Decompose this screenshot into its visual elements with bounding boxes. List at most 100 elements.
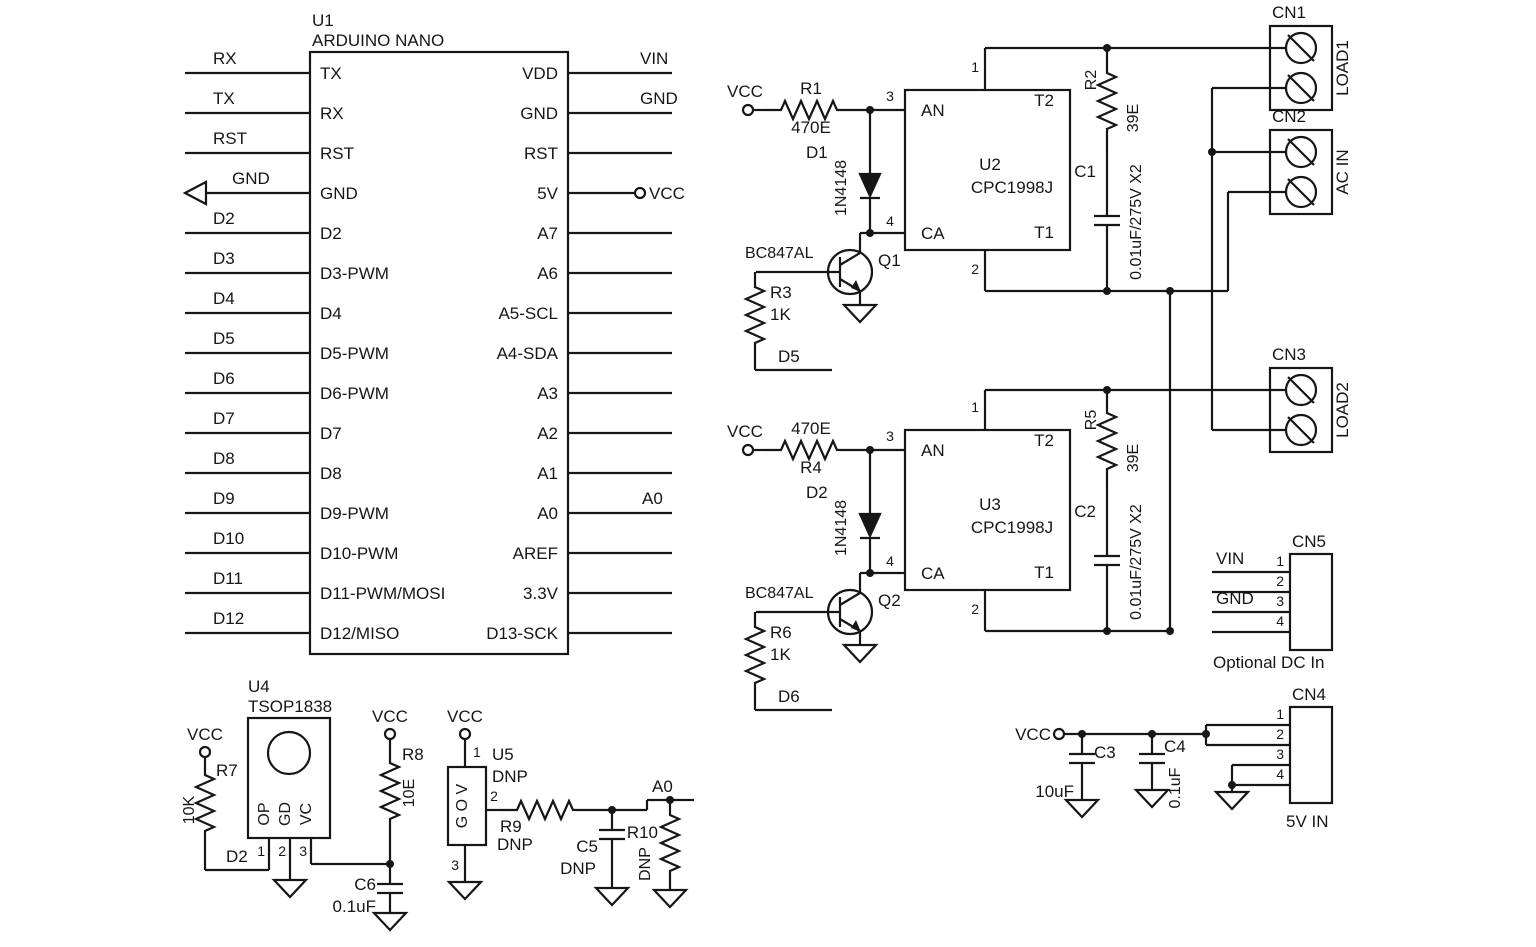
pin-name: A0 bbox=[537, 504, 558, 523]
capacitor-c6 bbox=[375, 862, 405, 915]
net-label-gnd: GND bbox=[1216, 589, 1254, 608]
u5-body bbox=[446, 765, 488, 847]
r1-ref-label: R1 bbox=[800, 79, 822, 98]
ground-icon bbox=[652, 888, 688, 909]
r10-ref-label: R10 bbox=[627, 823, 658, 842]
cn3-label: LOAD2 bbox=[1333, 382, 1352, 438]
cn4-junctions bbox=[1078, 730, 1236, 789]
resistor-r6 bbox=[744, 610, 766, 704]
connector-cn4-power: CN4 1 2 3 4 5V IN VCC C3 10uF C4 0.1uF bbox=[1015, 685, 1334, 831]
q1-val-label: BC847AL bbox=[745, 245, 814, 262]
diode-d2-icon bbox=[858, 512, 882, 540]
pin-name: GND bbox=[320, 184, 358, 203]
ground-icon bbox=[372, 911, 408, 932]
u1-net-labels-left: RX TX RST GND D2 D3 D4 D5 D6 D7 D8 D9 D1… bbox=[213, 49, 270, 628]
u3-pin-ca: CA bbox=[921, 564, 945, 583]
r3-val-label: 1K bbox=[770, 305, 791, 324]
resistor-r8 bbox=[379, 746, 401, 840]
c6-ref-label: C6 bbox=[354, 875, 376, 894]
cn2-label: AC IN bbox=[1333, 149, 1352, 194]
ground-icon bbox=[842, 643, 878, 664]
pin-number: 4 bbox=[1276, 766, 1284, 782]
resistor-r3 bbox=[744, 270, 766, 364]
r7-ref-label: R7 bbox=[216, 761, 238, 780]
pin-number: 4 bbox=[886, 553, 894, 569]
c3-val-label: 10uF bbox=[1035, 782, 1074, 801]
connector-cn2: CN2 AC IN bbox=[1268, 107, 1352, 216]
transistor-q2-icon bbox=[803, 571, 874, 647]
pin-number: 4 bbox=[1276, 613, 1284, 629]
resistor-r7 bbox=[194, 758, 216, 852]
vcc-node-icon bbox=[383, 727, 397, 741]
net-label: D11 bbox=[213, 569, 243, 588]
screw-terminal-icon bbox=[1284, 31, 1318, 65]
r2-ref-label: R2 bbox=[1083, 70, 1100, 91]
vcc-node-icon bbox=[741, 103, 755, 117]
cn4-body bbox=[1288, 705, 1334, 805]
pin-number: 1 bbox=[1276, 553, 1284, 569]
pin-name: TX bbox=[320, 64, 342, 83]
net-label: D4 bbox=[213, 289, 235, 308]
c1-ref-label: C1 bbox=[1074, 162, 1096, 181]
c5-val-label: DNP bbox=[560, 859, 596, 878]
u3-body bbox=[903, 428, 1072, 592]
d2-ref-label: D2 bbox=[806, 483, 828, 502]
u3-value: CPC1998J bbox=[971, 518, 1053, 537]
q2-ref-label: Q2 bbox=[878, 591, 901, 610]
c4-ref-label: C4 bbox=[1164, 737, 1186, 756]
cn5-body bbox=[1288, 552, 1334, 652]
u5-ref: U5 bbox=[492, 745, 514, 764]
pin-number: 3 bbox=[299, 843, 307, 859]
u2-pin-an: AN bbox=[921, 101, 945, 120]
cn3-body bbox=[1268, 366, 1334, 454]
alt-receiver-u5: VCC 1 U5 DNP G O V 2 3 R9 DNP C5 DNP A0 … bbox=[446, 707, 694, 909]
r8-val-label: 10E bbox=[401, 779, 418, 807]
net-label: D3 bbox=[213, 249, 235, 268]
net-label-d5: D5 bbox=[778, 347, 800, 366]
net-label-a0: A0 bbox=[642, 489, 663, 508]
ac-bus-and-connectors: CN1 LOAD1 CN2 AC IN CN3 LOAD2 bbox=[985, 3, 1352, 635]
net-label: D10 bbox=[213, 529, 244, 548]
cn4-ref: CN4 bbox=[1292, 685, 1326, 704]
cn1-ref: CN1 bbox=[1272, 3, 1306, 22]
ir-lens-icon bbox=[266, 730, 312, 776]
screw-terminal-icon bbox=[1284, 135, 1318, 169]
net-label: RX bbox=[213, 49, 237, 68]
u2-pin-t1: T1 bbox=[1034, 223, 1054, 242]
r2-val-label: 39E bbox=[1125, 104, 1142, 132]
net-label: GND bbox=[232, 169, 270, 188]
ssr1-wires bbox=[753, 48, 1109, 372]
pin-number: 3 bbox=[1276, 593, 1284, 609]
net-label-vcc: VCC bbox=[649, 184, 685, 203]
capacitor-c4 bbox=[1137, 732, 1167, 785]
r9-ref-label: R9 bbox=[500, 817, 522, 836]
cn5-ref: CN5 bbox=[1292, 532, 1326, 551]
r5-val-label: 39E bbox=[1125, 444, 1142, 472]
pin-number: 2 bbox=[971, 601, 979, 617]
d1-ref-label: D1 bbox=[806, 143, 828, 162]
resistor-r2 bbox=[1096, 56, 1118, 150]
r1-val-label: 470E bbox=[791, 118, 831, 137]
u4-value: TSOP1838 bbox=[248, 697, 332, 716]
pin-name: D12/MISO bbox=[320, 624, 399, 643]
d2-val-label: 1N4148 bbox=[833, 500, 850, 556]
ground-icon bbox=[842, 303, 878, 324]
net-label-vin: VIN bbox=[640, 49, 668, 68]
u2-pin-ca: CA bbox=[921, 224, 945, 243]
pin-name: A3 bbox=[537, 384, 558, 403]
u2-body bbox=[903, 88, 1072, 252]
r4-val-label: 470E bbox=[791, 419, 831, 438]
pin-name: A1 bbox=[537, 464, 558, 483]
net-label: D6 bbox=[213, 369, 235, 388]
c1-val-label: 0.01uF/275V X2 bbox=[1128, 164, 1145, 280]
ssr-channel-2: VCC 470E R4 3 4 1 2 AN CA T2 T1 U3 CPC19… bbox=[727, 386, 1145, 712]
capacitor-c1 bbox=[1092, 194, 1122, 247]
u1-left-pin-wires bbox=[185, 71, 310, 635]
pin-name: RST bbox=[524, 144, 558, 163]
net-label-d2: D2 bbox=[226, 847, 248, 866]
pin-name: A5-SCL bbox=[498, 304, 558, 323]
vcc-node-icon bbox=[633, 186, 647, 200]
pin-name: A4-SDA bbox=[497, 344, 559, 363]
u1-ref: U1 bbox=[312, 11, 334, 30]
ground-icon bbox=[1214, 790, 1250, 811]
